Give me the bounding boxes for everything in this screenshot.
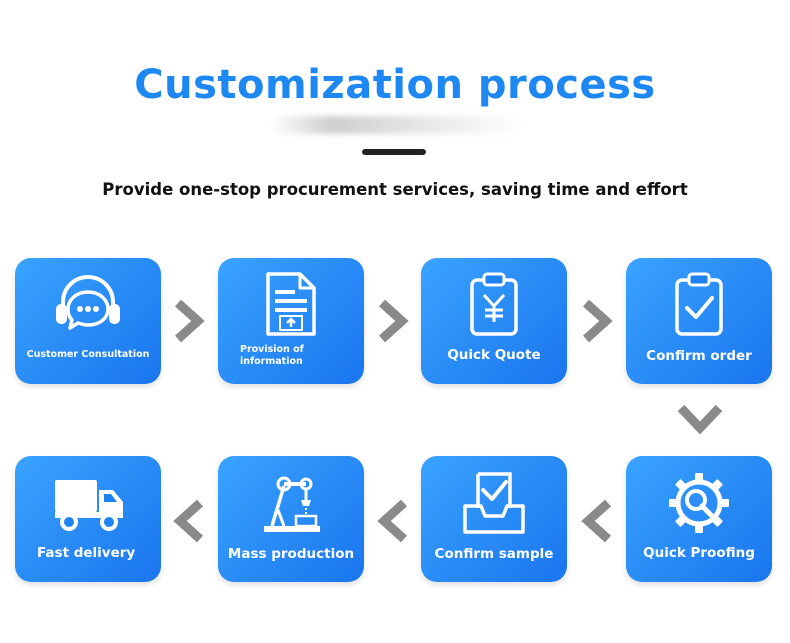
chevron-left-icon (377, 499, 408, 543)
step-label: Customer Consultation (26, 349, 150, 360)
step-quick-quote: Quick Quote (421, 258, 567, 384)
step-confirm-sample: Confirm sample (421, 456, 567, 582)
chevron-right-icon (378, 299, 409, 343)
headset-chat-icon (56, 275, 120, 330)
step-quick-proofing: Quick Proofing (626, 456, 772, 582)
step-mass-production: Mass production (218, 456, 364, 582)
page-subtitle: Provide one-stop procurement services, s… (102, 180, 688, 199)
step-customer-consultation: Customer Consultation (15, 258, 161, 384)
step-label-line2: information (240, 356, 303, 367)
step-provision-of-information: Provision of information (218, 258, 364, 384)
step-label: Quick Proofing (643, 545, 755, 561)
clipboard-yen-icon (470, 272, 518, 336)
title-divider (362, 149, 426, 155)
tray-check-icon (463, 472, 525, 534)
step-label: Confirm order (646, 348, 752, 364)
step-label: Confirm sample (434, 546, 554, 562)
step-confirm-order: Confirm order (626, 258, 772, 384)
step-label-line1: Provision of (240, 344, 304, 355)
chevron-right-icon (174, 299, 205, 343)
step-label: Fast delivery (37, 545, 136, 561)
blurred-subheading (270, 116, 520, 134)
chevron-right-icon (582, 299, 613, 343)
step-label: Mass production (227, 546, 355, 562)
chevron-left-icon (173, 499, 204, 543)
page-title: Customization process (134, 62, 656, 108)
document-upload-icon (266, 272, 316, 336)
step-label: Quick Quote (447, 347, 541, 363)
delivery-truck-icon (55, 480, 123, 531)
step-fast-delivery: Fast delivery (15, 456, 161, 582)
clipboard-check-icon (675, 272, 723, 336)
chevron-down-icon (677, 404, 723, 435)
chevron-left-icon (581, 499, 612, 543)
gear-search-icon (669, 473, 729, 533)
robot-arm-icon (264, 476, 320, 532)
